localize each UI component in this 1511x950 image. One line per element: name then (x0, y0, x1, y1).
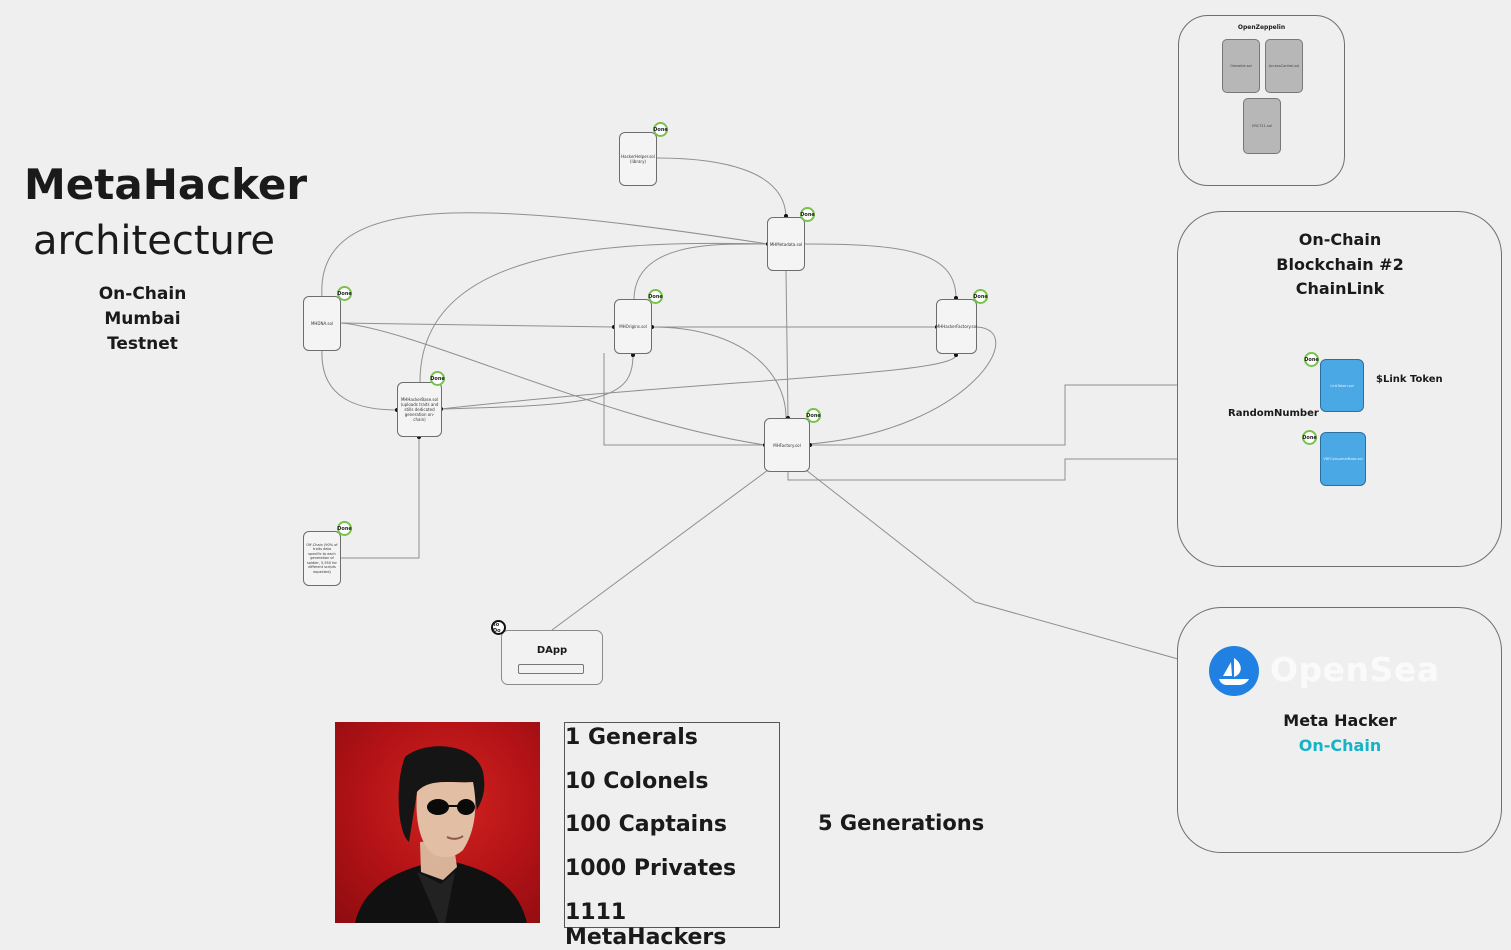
status-badge-done: Done (973, 289, 988, 304)
network-line: Mumbai (104, 309, 181, 329)
hacker-portrait (355, 746, 527, 923)
network-line: On-Chain (98, 284, 187, 304)
opensea-line2: On-Chain (1298, 736, 1382, 755)
status-badge-done: Done (806, 408, 821, 423)
status-badge-done: Done (648, 289, 663, 304)
blockchain2-line: ChainLink (1295, 279, 1385, 298)
ranks-box: 1 Generals 10 Colonels 100 Captains 1000… (564, 722, 780, 950)
opensea-caption: Meta Hacker On-Chain (1250, 708, 1430, 758)
node-factory[interactable]: MHFactory.sol (764, 418, 810, 472)
node-origins[interactable]: MHOrigins.sol (614, 299, 652, 354)
node-label: MHFactory.sol (773, 442, 801, 448)
status-badge-done: Done (1302, 430, 1317, 445)
network-line: Testnet (107, 334, 178, 354)
node-metadata[interactable]: MHMetadata.sol (767, 217, 805, 271)
sailboat-icon (1219, 658, 1249, 685)
oz-contract-ownable[interactable]: Ownable.sol (1222, 39, 1260, 93)
rank-line: 1 Generals (565, 725, 698, 750)
node-hacker-helper[interactable]: HackerHelper.sol (library) (619, 132, 657, 186)
rank-line: 1000 Privates (565, 856, 737, 881)
status-badge-done: Done (653, 122, 668, 137)
oz-contract-erc721[interactable]: ERC721.sol (1243, 98, 1281, 154)
status-badge-done: Done (430, 371, 445, 386)
node-label: HackerHelper.sol (library) (621, 154, 655, 164)
node-offchain[interactable]: Off-Chain (90% of traits data specific t… (303, 531, 341, 586)
status-badge-todo: To Do (491, 620, 506, 635)
random-number-label: RandomNumber (1228, 408, 1319, 419)
node-label: MHOrigins.sol (619, 324, 647, 329)
opensea-line1: Meta Hacker (1283, 711, 1397, 730)
rank-line: 100 Captains (565, 812, 727, 837)
link-token-node[interactable]: LinkToken.sol (1320, 359, 1364, 412)
node-label: Off-Chain (90% of traits data specific t… (306, 542, 338, 574)
link-token-label: $Link Token (1376, 374, 1443, 385)
node-label: MHHackerFactory.sol (935, 324, 978, 329)
blockchain2-title: On-Chain Blockchain #2 ChainLink (1250, 228, 1430, 302)
generations-label: 5 Generations (818, 811, 985, 835)
node-label: MHMetadata.sol (769, 241, 803, 247)
node-label: MHHackerBase.sol (uploads traits and sti… (400, 397, 439, 422)
rank-line: 1111 MetaHackers (565, 900, 727, 950)
dapp-input[interactable] (518, 664, 584, 674)
dapp-title: DApp (536, 645, 568, 656)
status-badge-done: Done (337, 521, 352, 536)
status-badge-done: Done (337, 286, 352, 301)
oz-contract-accesscontrol[interactable]: AccessControl.sol (1265, 39, 1303, 93)
dapp-node[interactable]: DApp (501, 630, 603, 685)
page-subtitle: architecture (33, 218, 276, 264)
page-title: MetaHacker (24, 160, 308, 209)
openzeppelin-title: OpenZeppelin (1237, 24, 1286, 31)
node-dna[interactable]: MHDNA.sol (303, 296, 341, 351)
status-badge-done: Done (800, 207, 815, 222)
node-hacker-base[interactable]: MHHackerBase.sol (uploads traits and sti… (397, 382, 442, 437)
node-hacker-factory[interactable]: MHHackerFactory.sol (936, 299, 977, 354)
blockchain2-line: On-Chain (1298, 230, 1382, 249)
opensea-logo-icon (1209, 646, 1259, 696)
opensea-wordmark: OpenSea (1270, 650, 1440, 689)
rank-line: 10 Colonels (565, 769, 709, 794)
status-badge-done: Done (1304, 352, 1319, 367)
vrf-consumer-node[interactable]: VRFConsumerBase.sol (1320, 432, 1366, 486)
blockchain2-line: Blockchain #2 (1276, 254, 1404, 274)
node-label: MHDNA.sol (310, 321, 334, 326)
avatar (335, 722, 540, 923)
network-label: On-Chain Mumbai Testnet (80, 282, 205, 357)
